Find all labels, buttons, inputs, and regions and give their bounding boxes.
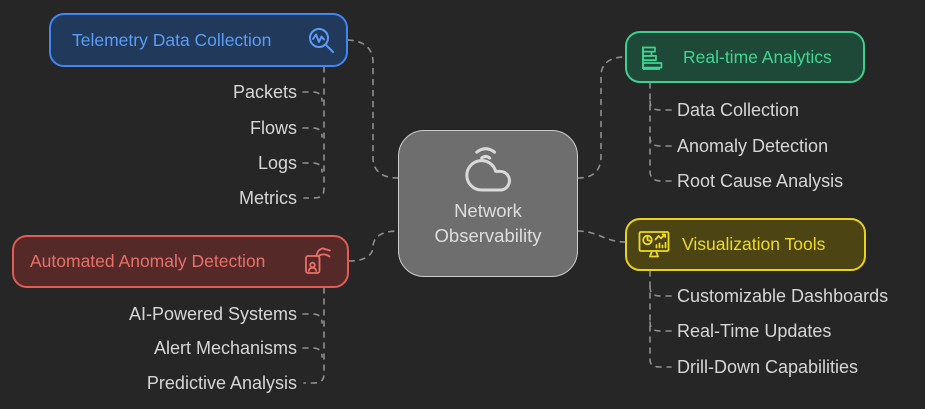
- search-activity-icon: [306, 25, 336, 55]
- leaf-real-time-updates: Real-Time Updates: [677, 321, 832, 341]
- center-node-network-observability: Network Observability: [398, 130, 578, 277]
- connector-stub-updates: [649, 321, 672, 332]
- dashboard-monitor-icon: [637, 229, 672, 260]
- leaf-anomaly-detection: Anomaly Detection: [677, 136, 829, 156]
- branch-node-visualization-tools: Visualization Tools: [625, 218, 866, 271]
- connector-spine-telemetry: [303, 66, 325, 199]
- horizontal-bar-chart-icon: [639, 44, 666, 71]
- leaf-flows: Flows: [249, 118, 297, 138]
- leaf-predictive-analysis: Predictive Analysis: [146, 373, 297, 393]
- branch-node-real-time-analytics: Real-time Analytics: [625, 31, 865, 83]
- connector-stub-alert: [302, 347, 323, 358]
- connector-spine-anomaly: [303, 287, 325, 384]
- connector-stub-packets: [302, 91, 323, 102]
- connector-stub-logs: [302, 162, 323, 173]
- connector-anomaly-center: [348, 230, 399, 262]
- leaf-packets: Packets: [232, 82, 297, 102]
- connector-stub-dashboards: [649, 286, 672, 297]
- connector-spine-analytics: [649, 82, 672, 182]
- connector-stub-flows: [302, 127, 323, 138]
- center-title-line1: Network: [454, 200, 522, 221]
- branch-label: Real-time Analytics: [683, 46, 832, 67]
- leaf-root-cause-analysis: Root Cause Analysis: [677, 171, 844, 191]
- leaf-alert-mechanisms: Alert Mechanisms: [153, 338, 297, 358]
- leaf-logs: Logs: [257, 153, 297, 173]
- leaf-metrics: Metrics: [239, 188, 297, 208]
- connector-telemetry-center: [347, 39, 399, 179]
- branch-node-telemetry-data-collection: Telemetry Data Collection: [49, 13, 348, 67]
- branch-label: Automated Anomaly Detection: [30, 251, 266, 271]
- branch-label: Visualization Tools: [682, 234, 826, 254]
- branch-node-automated-anomaly-detection: Automated Anomaly Detection: [12, 235, 349, 288]
- leaf-data-collection: Data Collection: [677, 100, 800, 120]
- connector-spine-visualization: [649, 270, 672, 368]
- leaf-customizable-dashboards: Customizable Dashboards: [677, 286, 889, 306]
- leaf-drill-down-capabilities: Drill-Down Capabilities: [677, 357, 859, 377]
- connector-center-visualization: [577, 230, 626, 243]
- center-title: Network Observability: [435, 199, 542, 249]
- connector-stub-anomaly-detection: [649, 136, 672, 147]
- hand-id-badge-icon: [302, 245, 332, 279]
- connector-center-analytics: [577, 56, 626, 179]
- connector-stub-data-collection: [649, 100, 672, 111]
- cloud-signal-icon: [459, 141, 517, 197]
- center-title-line2: Observability: [434, 224, 542, 246]
- connector-stub-ai-powered: [302, 313, 323, 324]
- leaf-ai-powered-systems: AI-Powered Systems: [128, 304, 297, 324]
- branch-label: Telemetry Data Collection: [72, 29, 272, 50]
